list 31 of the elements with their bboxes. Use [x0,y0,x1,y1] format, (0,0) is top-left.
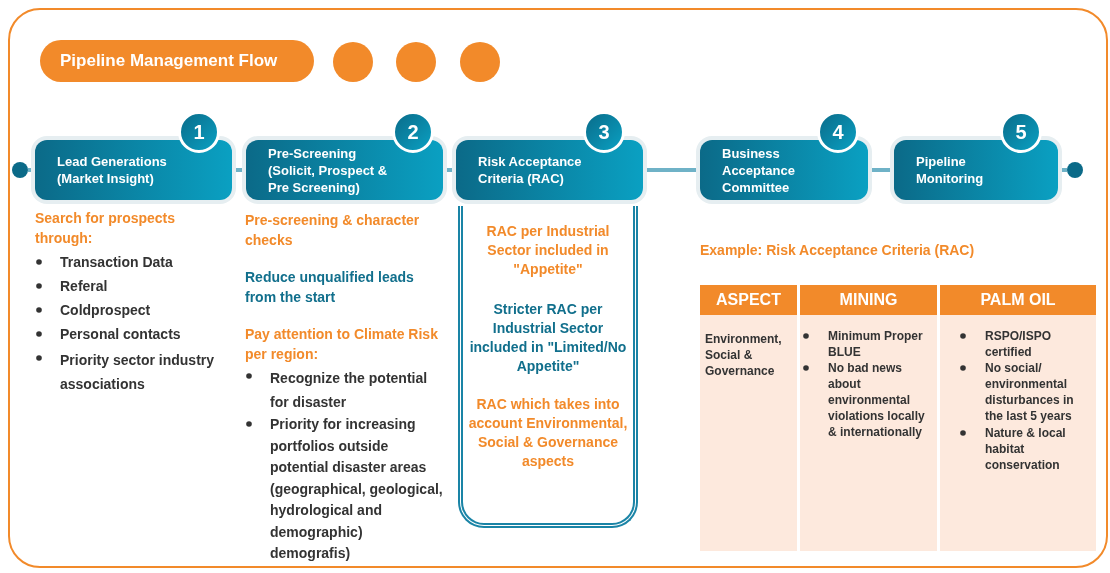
list-item: Recognize the potential for disaster [270,369,429,412]
table-header: PALM OIL [940,285,1096,315]
title-banner: Pipeline Management Flow [40,40,314,82]
step-number-badge: 1 [178,111,220,153]
table-cell-text: Environment, Social & Governance [705,331,783,379]
list-item: No social/ environmental disturbances in the last 5 years [985,360,1075,424]
list-item: Nature & local habitat conservation [985,425,1067,473]
criteria-text: Stricter RAC per Industrial Sector included in "Limited/No Appetite" [468,300,628,376]
list-item: RSPO/ISPO certified [985,328,1053,360]
list-item: Priority sector industry associations [60,351,216,394]
step-number-badge: 3 [583,111,625,153]
heading-text: Pay attention to Climate Risk per region: [245,325,439,364]
list-item: No bad news about environmental violations locally & internationally [828,360,926,440]
heading-text: Example: Risk Acceptance Criteria (RAC) [700,241,976,260]
table-header: MINING [800,285,937,315]
step-number-badge: 5 [1000,111,1042,153]
list-item: Transaction Data [60,253,174,272]
note-text: Reduce unqualified leads from the start [245,268,415,307]
step-number-badge: 4 [817,111,859,153]
list-item: Priority for increasing portfolios outside potential disaster areas (geographical, geological, hydrological and demographic) demografis) [270,415,444,563]
criteria-text: RAC per Industrial Sector included in "Appetite" [485,222,611,279]
table-header: ASPECT [700,285,797,315]
criteria-text: RAC which takes into account Environmental, Social & Governance aspects [467,395,629,471]
heading-text: Search for prospects through: [35,209,177,248]
list-item: Minimum Proper BLUE [828,328,924,360]
connector-dot [1067,162,1083,178]
connector-dot [12,162,28,178]
step-number-badge: 2 [392,111,434,153]
heading-text: Pre-screening & character checks [245,211,421,250]
list-item: Coldprospect [60,301,152,320]
list-item: Referal [60,277,109,296]
